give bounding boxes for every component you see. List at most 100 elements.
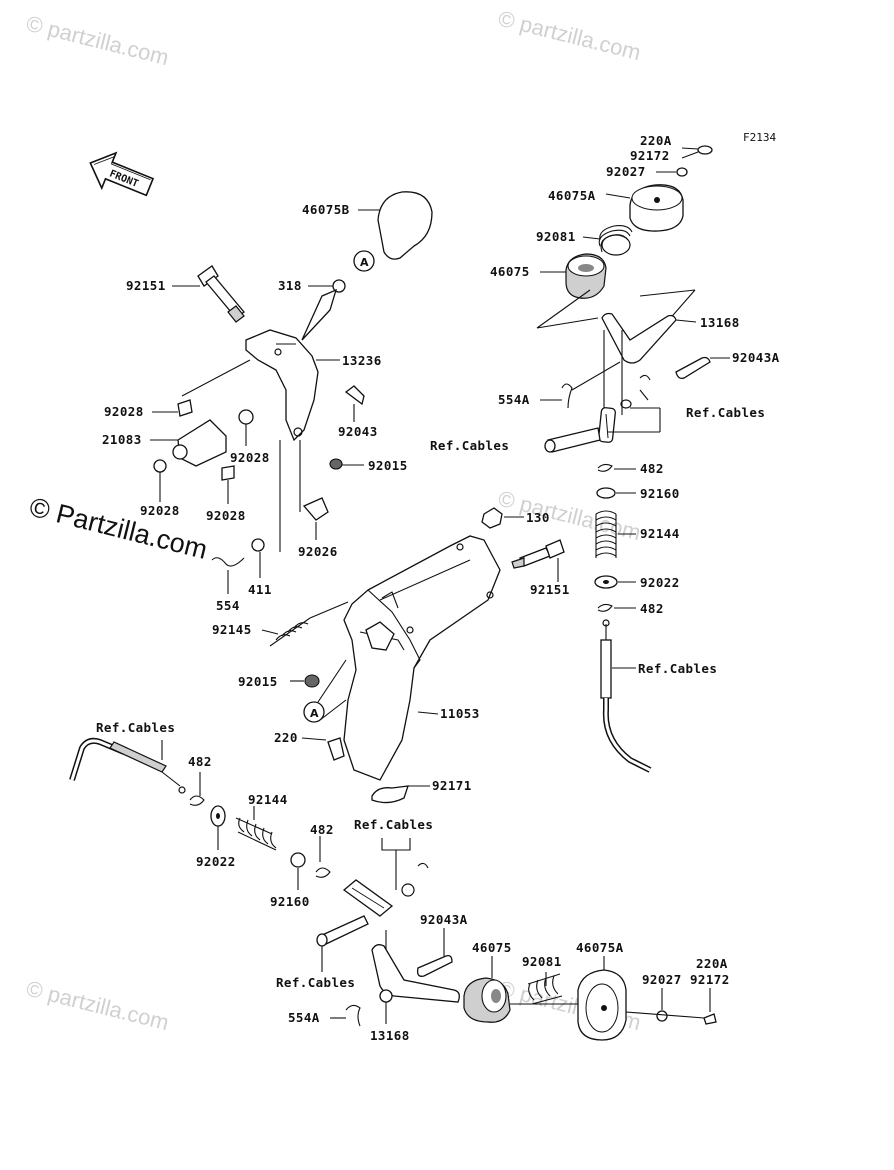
lever-13168-top bbox=[601, 312, 697, 364]
label-ref-cables-r2: Ref.Cables bbox=[430, 438, 509, 453]
label-220: 220 bbox=[274, 730, 298, 745]
watermark-large: © Partzilla.com bbox=[27, 492, 211, 565]
washer-92160-r bbox=[596, 487, 616, 499]
top-right-assembly bbox=[536, 145, 730, 773]
lever-13236 bbox=[245, 288, 338, 442]
label-92081-bottom: 92081 bbox=[522, 954, 562, 969]
bushing-92028-c bbox=[153, 459, 167, 473]
watermark-top-right: © partzilla.com bbox=[496, 6, 644, 66]
label-11053: 11053 bbox=[440, 706, 480, 721]
clip-482-lb bbox=[315, 867, 331, 878]
label-92151-mid: 92151 bbox=[530, 582, 570, 597]
watermark-middle: © partzilla.com bbox=[496, 486, 644, 546]
label-411: 411 bbox=[248, 582, 272, 597]
lever-13168-bottom bbox=[371, 930, 460, 1003]
label-92022-r: 92022 bbox=[640, 575, 680, 590]
label-13168-bottom: 13168 bbox=[370, 1028, 410, 1043]
label-ref-cables-left: Ref.Cables bbox=[96, 720, 175, 735]
callout-a-mid bbox=[303, 701, 325, 723]
label-92027-top: 92027 bbox=[606, 164, 646, 179]
label-ref-cables-r3: Ref.Cables bbox=[638, 661, 717, 676]
label-92043a-top: 92043A bbox=[732, 350, 780, 365]
label-92144-left: 92144 bbox=[248, 792, 288, 807]
cable-joint-top bbox=[598, 399, 632, 443]
label-ref-cables-lb: Ref.Cables bbox=[354, 817, 433, 832]
label-46075-bottom: 46075 bbox=[472, 940, 512, 955]
label-46075b: 46075B bbox=[302, 202, 350, 217]
label-92028-a: 92028 bbox=[104, 404, 144, 419]
label-92144-r: 92144 bbox=[640, 526, 680, 541]
sensor-21083 bbox=[172, 419, 227, 467]
knob-46075a-bottom bbox=[577, 969, 627, 1041]
label-92151-left: 92151 bbox=[126, 278, 166, 293]
clip-554a-top bbox=[561, 383, 573, 409]
clip-554a-bottom bbox=[345, 1004, 361, 1027]
clip-554-mid bbox=[211, 557, 245, 567]
label-482-r1: 482 bbox=[640, 461, 664, 476]
labels: 220A 92172 92027 46075A 92081 46075 1316… bbox=[96, 133, 780, 1043]
label-46075-top: 46075 bbox=[490, 264, 530, 279]
cable-joint-bottom bbox=[342, 862, 429, 917]
bracket-92026 bbox=[302, 497, 329, 521]
spring-92144-r bbox=[595, 510, 617, 558]
label-92160-left: 92160 bbox=[270, 894, 310, 909]
screw-220a-top bbox=[697, 145, 713, 155]
label-92022-left: 92022 bbox=[196, 854, 236, 869]
label-92043a-bottom: 92043A bbox=[420, 912, 468, 927]
label-ref-cables-bottom: Ref.Cables bbox=[276, 975, 355, 990]
spring-92145 bbox=[269, 601, 349, 647]
label-482-lb: 482 bbox=[310, 822, 334, 837]
bushing-92028-b bbox=[238, 409, 254, 425]
bracket-11053 bbox=[343, 535, 501, 781]
washer-92160-l bbox=[290, 852, 306, 868]
pin-92043 bbox=[344, 385, 365, 406]
top-left-assembly: A bbox=[150, 191, 433, 594]
cable-ref-left bbox=[69, 737, 186, 794]
bottom-left-assembly bbox=[69, 737, 717, 1041]
screw-220a-bottom bbox=[703, 1013, 717, 1025]
label-92015-b: 92015 bbox=[238, 674, 278, 689]
collar-92027-bottom bbox=[656, 1010, 668, 1022]
label-92026: 92026 bbox=[298, 544, 338, 559]
label-554a-bottom: 554A bbox=[288, 1010, 320, 1025]
spring-92081-top bbox=[598, 225, 633, 256]
label-554a-top: 554A bbox=[498, 392, 530, 407]
label-13168-top: 13168 bbox=[700, 315, 740, 330]
clip-482-l bbox=[189, 795, 205, 806]
svg-text:A: A bbox=[310, 707, 319, 720]
label-482-left: 482 bbox=[188, 754, 212, 769]
clip-482-r2 bbox=[597, 603, 613, 612]
pin-ref-cables-top bbox=[547, 427, 601, 453]
label-92028-c: 92028 bbox=[140, 503, 180, 518]
bolt-92151-left bbox=[197, 265, 245, 323]
front-arrow: FRONT bbox=[89, 151, 155, 197]
label-92027-bottom: 92027 bbox=[642, 972, 682, 987]
label-92043: 92043 bbox=[338, 424, 378, 439]
label-92145: 92145 bbox=[212, 622, 252, 637]
label-482-r2: 482 bbox=[640, 601, 664, 616]
label-21083: 21083 bbox=[102, 432, 142, 447]
cable-ref-r bbox=[600, 619, 652, 773]
label-554: 554 bbox=[216, 598, 240, 613]
center-bracket: A bbox=[261, 507, 565, 804]
watermark-top-left: © partzilla.com bbox=[24, 11, 172, 71]
washer-411 bbox=[251, 538, 265, 552]
label-92172-bottom: 92172 bbox=[690, 972, 730, 987]
label-46075a-bottom: 46075A bbox=[576, 940, 624, 955]
watermark-group: © partzilla.com © partzilla.com © partzi… bbox=[24, 6, 644, 1036]
bolt-130 bbox=[481, 507, 503, 529]
clevis-bracket bbox=[365, 621, 395, 651]
clamp-92171 bbox=[371, 785, 409, 804]
label-92081-top: 92081 bbox=[536, 229, 576, 244]
holder-46075-bottom bbox=[463, 977, 511, 1023]
knob-46075b bbox=[377, 191, 433, 260]
label-92028-d: 92028 bbox=[206, 508, 246, 523]
label-ref-cables-r1: Ref.Cables bbox=[686, 405, 765, 420]
figure-code: F2134 bbox=[743, 131, 776, 144]
label-318: 318 bbox=[278, 278, 302, 293]
label-130: 130 bbox=[526, 510, 550, 525]
watermark-bottom-left: © partzilla.com bbox=[24, 976, 172, 1036]
screw-220 bbox=[327, 737, 345, 761]
spring-92081-bottom bbox=[527, 973, 563, 1005]
